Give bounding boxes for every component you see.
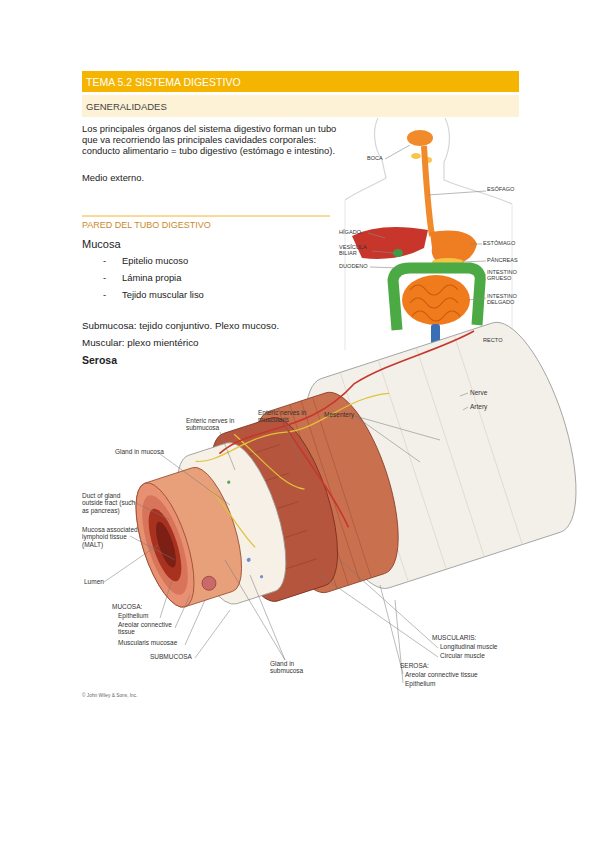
- part-label: Circular muscle: [440, 652, 510, 659]
- organ-label: RECTO: [483, 337, 513, 343]
- part-label: Gland in submucosa: [270, 660, 306, 675]
- part-label: Artery: [470, 403, 510, 410]
- part-label: Enteric nerves in muscularis: [258, 409, 314, 424]
- title-band: TEMA 5.2 SISTEMA DIGESTIVO: [82, 71, 519, 92]
- section-heading: PARED DEL TUBO DIGESTIVO: [82, 220, 332, 230]
- organ-label: VESÍCULA BILIAR: [339, 244, 371, 257]
- list-item: Tejido muscular liso: [122, 290, 322, 301]
- part-label: Lumen: [84, 578, 114, 585]
- part-label: Epithelium: [405, 680, 465, 687]
- list-dash: -: [103, 256, 113, 267]
- part-label: Areolar connective tissue: [118, 621, 176, 636]
- organ-label: DUODENO: [339, 263, 373, 269]
- digestive-organs-figure: [345, 118, 512, 350]
- organ-label: INTESTINO DELGADO: [487, 293, 525, 306]
- organ-label: INTESTINO GRUESO: [487, 269, 525, 282]
- part-label: Mucosa associated lymphoid tissue (MALT): [82, 526, 144, 548]
- organ-label: PÁNCREAS: [487, 257, 527, 263]
- organ-label: BOCA: [367, 155, 397, 161]
- body-line: Medio externo.: [82, 173, 282, 184]
- part-label: Muscularis mucosae: [118, 639, 184, 646]
- part-label: Gland in mucosa: [115, 448, 175, 455]
- body-line: Submucosa: tejido conjuntivo. Plexo muco…: [82, 320, 342, 331]
- organ-label: HÍGADO: [339, 229, 369, 235]
- subheading: Mucosa: [82, 238, 202, 251]
- part-label: Longitudinal muscle: [440, 643, 510, 650]
- part-label: Areolar connective tissue: [405, 671, 495, 678]
- group-label: MUSCULARIS:: [432, 634, 482, 641]
- tube-wall-figure: [104, 311, 597, 683]
- part-label: Duct of gland outside tract (such as pan…: [82, 492, 142, 514]
- section-band: GENERALIDADES: [82, 95, 519, 117]
- list-item: Epitelio mucoso: [122, 256, 322, 267]
- organ-label: ESTÓMAGO: [483, 240, 523, 246]
- section-rule: [82, 216, 330, 217]
- part-label: Epithelium: [118, 612, 168, 619]
- list-dash: -: [103, 290, 113, 301]
- group-label: SUBMUCOSA: [150, 653, 200, 660]
- band-text: GENERALIDADES: [86, 101, 167, 112]
- subheading: Serosa: [82, 354, 202, 366]
- part-label: Mesentery: [324, 411, 364, 418]
- part-label: Nerve: [470, 389, 510, 396]
- part-label: Enteric nerves in submucosa: [186, 417, 242, 432]
- list-dash: -: [103, 273, 113, 284]
- band-text: TEMA 5.2 SISTEMA DIGESTIVO: [86, 76, 241, 88]
- list-item: Lámina propia: [122, 273, 322, 284]
- group-label: SEROSA:: [400, 662, 440, 669]
- organ-label: ESÓFAGO: [487, 186, 527, 192]
- body-line: Muscular: plexo mientérico: [82, 337, 342, 348]
- copyright-note: © John Wiley & Sons, Inc.: [82, 693, 182, 699]
- group-label: MUCOSA:: [112, 603, 152, 610]
- body-paragraph: Los principales órganos del sistema dige…: [82, 124, 338, 156]
